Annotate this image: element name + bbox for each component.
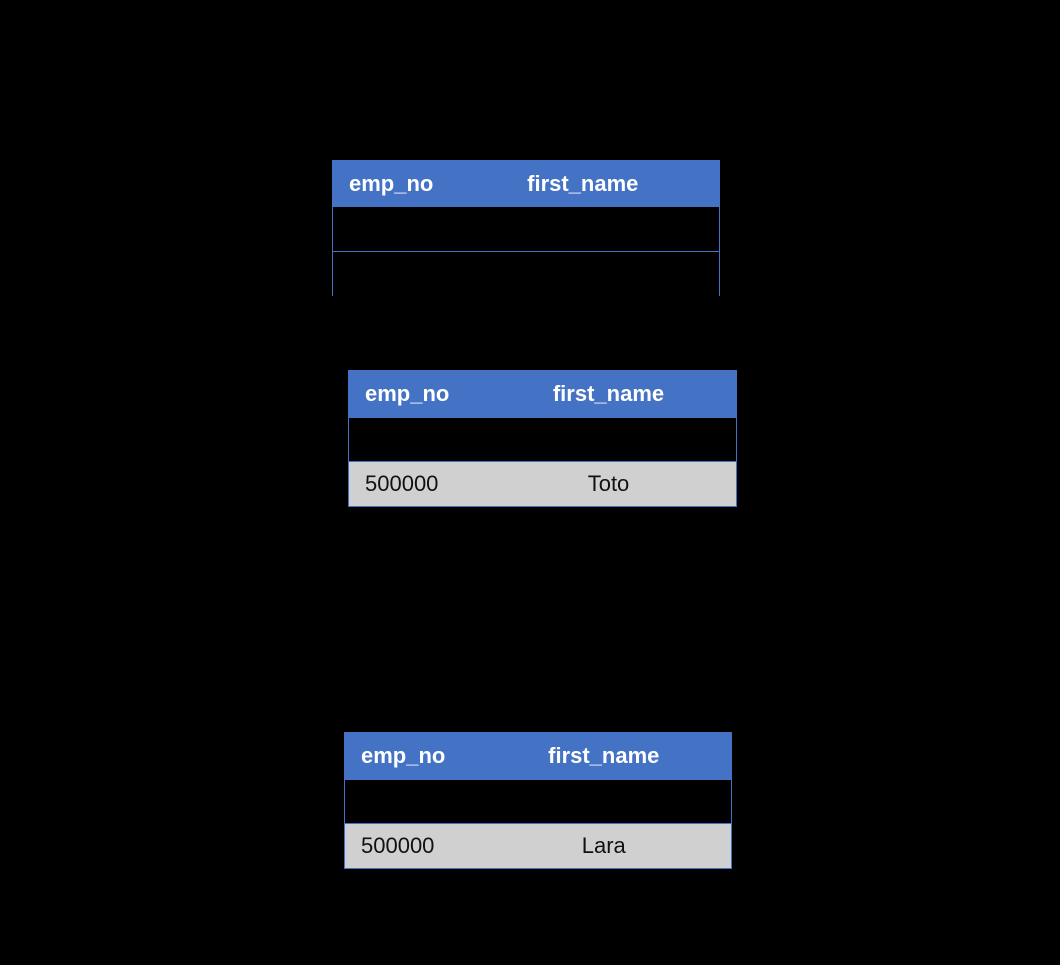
table-header-row: emp_no first_name [345, 733, 731, 779]
column-header-first-name: first_name [527, 170, 639, 196]
column-header-emp-no: emp_no [365, 381, 450, 406]
result-table-2: emp_no first_name 500000 Toto [348, 370, 737, 507]
column-header-first-name: first_name [548, 743, 660, 768]
column-header-emp-no: emp_no [361, 743, 446, 768]
cell-emp-no: 500000 [365, 471, 439, 496]
table-header-row: emp_no first_name [333, 161, 719, 206]
table-row[interactable] [333, 251, 719, 296]
result-table-3: emp_no first_name 500000 Lara [344, 732, 732, 869]
column-header-emp-no: emp_no [349, 170, 434, 196]
cell-first-name: Lara [581, 833, 626, 858]
table-header-row: emp_no first_name [349, 371, 736, 417]
cell-emp-no: 500000 [361, 833, 435, 858]
result-table-1: emp_no first_name [332, 160, 720, 296]
table-row[interactable] [333, 206, 719, 251]
column-header-first-name: first_name [552, 381, 665, 406]
cell-first-name: Toto [587, 471, 630, 496]
table-row[interactable] [349, 417, 736, 461]
table-row[interactable] [345, 779, 731, 823]
table-row[interactable]: 500000 Toto [349, 461, 736, 506]
table-row[interactable]: 500000 Lara [345, 823, 731, 868]
